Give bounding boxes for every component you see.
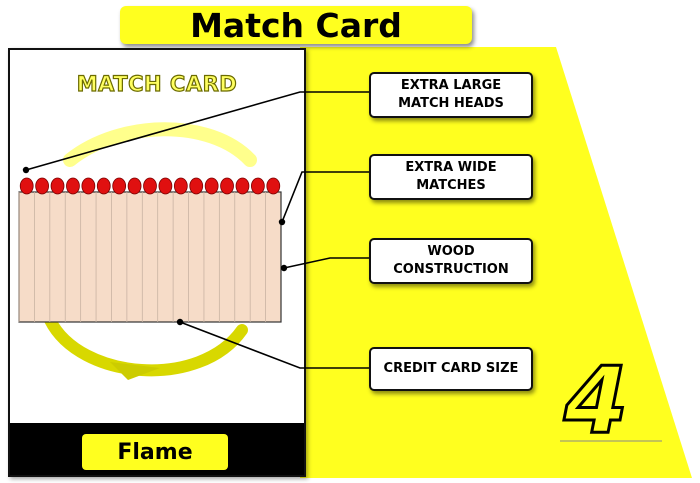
match-head: [158, 177, 173, 195]
match-head: [112, 177, 127, 195]
card-illustration: [10, 122, 304, 475]
callout-line: EXTRA WIDE: [405, 160, 497, 175]
callout-wide-matches: EXTRA WIDE MATCHES: [369, 154, 533, 200]
callout-match-heads: EXTRA LARGE MATCH HEADS: [369, 72, 533, 118]
match-head: [96, 177, 111, 195]
callout-line: CREDIT CARD SIZE: [383, 361, 519, 376]
match-head: [19, 177, 34, 195]
callout-line: CONSTRUCTION: [393, 262, 509, 277]
page-title: Match Card: [120, 6, 472, 45]
match-card: MATCH CARD Flame: [8, 48, 306, 477]
matches-group: [18, 177, 281, 322]
match-head: [143, 177, 157, 195]
match-head: [35, 177, 49, 195]
match-head: [266, 177, 281, 195]
match-head: [81, 177, 96, 195]
badge-number: 4: [563, 347, 628, 454]
match-head: [235, 177, 250, 195]
callout-line: EXTRA LARGE: [400, 78, 502, 93]
card-footer-label: Flame: [82, 434, 228, 470]
callout-line: WOOD: [427, 244, 475, 259]
callout-line: MATCH HEADS: [398, 96, 504, 111]
match-head: [251, 177, 265, 195]
match-head: [173, 177, 188, 195]
match-head: [50, 177, 65, 195]
callout-wood: WOOD CONSTRUCTION: [369, 238, 533, 284]
match-block: [18, 191, 282, 323]
match-head: [189, 177, 204, 195]
callout-credit-card: CREDIT CARD SIZE: [369, 347, 533, 391]
callout-line: MATCHES: [416, 178, 486, 193]
match-head: [204, 177, 219, 195]
match-head: [220, 177, 234, 195]
match-head: [66, 177, 80, 195]
match-head: [127, 177, 142, 195]
